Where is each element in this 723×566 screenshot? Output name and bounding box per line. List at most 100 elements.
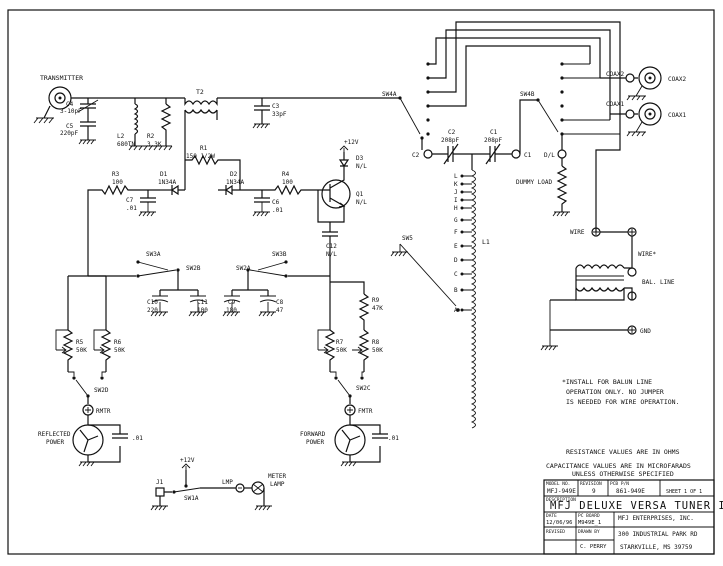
lmp-label: LMP [222,479,233,486]
sw2d-switch [68,371,106,404]
c4-trimmer-capacitor [77,99,99,122]
t2-transformer [184,97,400,160]
r1-resistor [185,154,241,190]
q1-transistor [318,178,351,214]
bal-line-label: BAL. LINE [642,279,675,286]
j1-label: J1 [156,479,164,486]
c9-value: 180 [226,307,237,314]
t2-label: T2 [196,88,204,96]
c2-value: 208pF [441,137,459,144]
footnote-line3: IS NEEDED FOR WIRE OPERATION. [566,398,680,406]
reflected-power-line2: POWER [46,439,64,446]
c10-capacitor [150,295,169,317]
c5-name: C5 [66,123,74,130]
sw2a-label: SW2A [236,265,251,272]
r9-resistor [358,293,370,330]
title-block [543,479,715,555]
tap-j: J [454,189,458,196]
sw2a-sw3b-switch [231,260,330,296]
fmtr-label: FMTR [358,408,373,415]
c7-capacitor [138,197,156,217]
r6-name: R6 [114,339,122,346]
revised-header: REVISED [546,529,565,535]
footnote-line2: OPERATION ONLY. NO JUMPER [566,388,664,396]
r3-resistor [87,184,160,276]
c12-capacitor [322,231,338,250]
rmtr-label: RMTR [96,408,111,415]
sw5-switch [390,243,460,312]
drawing-title: MFJ DELUXE VERSA TUNER II [550,500,723,512]
sw5-label: SW5 [402,235,413,242]
coax2-jack-label: COAX2 [668,76,686,83]
drawn-by-header: DRAWN BY [578,529,600,535]
d3-value: N/L [356,163,367,170]
d1-diode [160,184,185,196]
footnote-line1: *INSTALL FOR BALUN LINE [562,378,652,386]
bal-line-terminal-2 [627,291,637,301]
sw4b-switch [519,98,559,154]
sw2b-label: SW2B [186,265,201,272]
c6-value: .01 [272,207,283,214]
c7-value: .01 [126,205,137,212]
drawn-by: C. PERRY [580,544,607,550]
c8-value: 47 [276,307,284,314]
coax1-jack-label: COAX1 [668,112,686,119]
tap-l: L [454,173,458,180]
c2-name: C2 [448,129,456,136]
c3-value: 33pF [272,111,287,118]
gnd-label: GND [640,328,651,335]
sw2d-label: SW2D [94,387,109,394]
sw1a-label: SW1A [184,495,199,502]
coax1-port-label: COAX1 [606,101,624,108]
drawing-date: 12/06/96 [546,520,573,526]
r4-value: 100 [282,179,293,186]
sw4b-label: SW4B [520,91,535,98]
q1-value: N/L [356,199,367,206]
sheet-number: SHEET 1 OF 1 [666,489,702,495]
model-number: MFJ-949E [547,488,576,495]
tap-i: I [454,197,458,204]
c1-node-terminal [511,149,521,159]
r2-resistor [160,103,172,146]
c12-name: C12 [326,243,337,250]
forward-cap-value: .01 [388,435,399,442]
r8-value: 50K [372,347,383,354]
pc-board-header: PC BOARD [578,513,600,519]
resistance-note: RESISTANCE VALUES ARE IN OHMS [566,448,680,456]
d3-name: D3 [356,155,364,162]
c6-name: C6 [272,199,280,206]
c10-name: C10 [147,299,158,306]
d2-value: 1N34A [226,179,244,186]
r8-name: R8 [372,339,380,346]
capacitance-note-line2: UNLESS OTHERWISE SPECIFIED [572,470,674,478]
revision-number: 9 [592,488,596,495]
c8-name: C8 [276,299,284,306]
r7-name: R7 [336,339,344,346]
tap-h: H [454,205,458,212]
j1-jack [155,487,172,506]
r5-potentiometer [55,329,74,372]
l1-label: L1 [482,238,490,246]
d3-diode [338,152,350,178]
pcb-header: PCB P/N [610,481,629,487]
model-header: MODEL NO. [546,481,570,487]
q1-name: Q1 [356,191,364,198]
coax2-port-label: COAX2 [606,71,624,78]
sw3a-label: SW3A [146,251,161,258]
lamp-plus12v-label: +12V [180,457,195,464]
dummy-load-label: DUMMY LOAD [516,179,553,186]
c12-value: N/L [326,251,337,258]
pc-board-file: M949E_1 [578,520,601,526]
tap-b: B [454,287,458,294]
coax1-terminal [625,109,635,119]
dl-terminal [557,149,567,159]
coax2-jack [626,66,662,101]
c1-value: 208pF [484,137,502,144]
transmitter-label: TRANSMITTER [40,74,83,82]
r6-value: 50K [114,347,125,354]
company-line1: MFJ ENTERPRISES, INC. [618,515,694,522]
tap-a: A [454,307,458,314]
company-line2: 300 INDUSTRIAL PARK RD [618,531,698,538]
r2-name: R2 [147,133,155,140]
